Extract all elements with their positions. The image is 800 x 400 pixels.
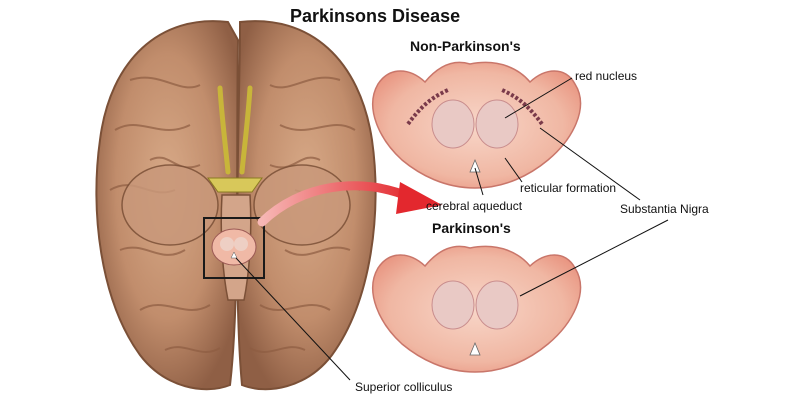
nigra-band-right-normal (501, 88, 544, 126)
label-red-nucleus: red nucleus (575, 69, 638, 83)
leader-lines (235, 77, 669, 381)
parkinsons-panel-title: Parkinson's (432, 220, 511, 236)
normal-midbrain-slice (372, 61, 582, 189)
label-superior-colliculus: Superior colliculus (355, 380, 453, 394)
leader-reticular (504, 157, 523, 183)
leader-colliculus (235, 257, 351, 381)
leader-aqueduct (474, 167, 484, 196)
leader-nigra-normal (539, 127, 641, 201)
label-reticular-formation: reticular formation (520, 181, 617, 195)
brain-illustration (95, 20, 377, 391)
highlight-box (203, 217, 265, 279)
olfactory-tracts (217, 85, 253, 175)
nigra-band-left-normal (406, 88, 449, 126)
label-cerebral-aqueduct: cerebral aqueduct (426, 199, 523, 213)
midbrain-inset (211, 228, 257, 266)
diagram-title: Parkinsons Disease (290, 6, 461, 26)
parkinsons-midbrain-slice (372, 245, 582, 373)
normal-panel-title: Non-Parkinson's (410, 38, 521, 54)
optic-chiasm (207, 177, 263, 193)
label-substantia-nigra: Substantia Nigra (620, 202, 709, 216)
leader-nigra-pd (519, 219, 669, 297)
leader-red-nucleus (504, 77, 573, 119)
red-arrow (257, 181, 442, 227)
